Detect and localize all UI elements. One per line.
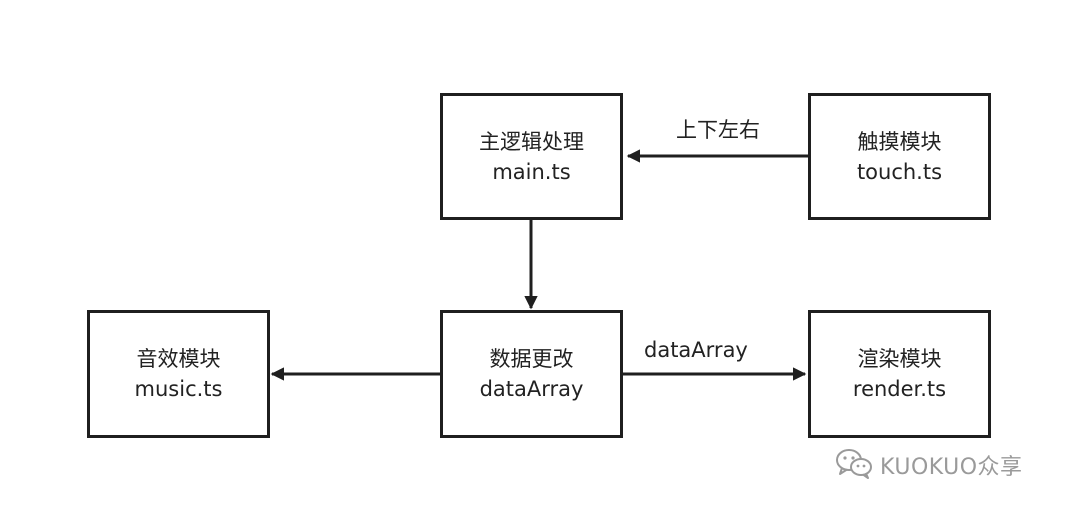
node-data-sub: dataArray — [479, 377, 584, 401]
watermark: KUOKUO众享 — [834, 447, 1023, 483]
node-music: 音效模块 music.ts — [87, 310, 270, 438]
edge-label-data-to-render: dataArray — [644, 338, 748, 362]
node-render: 渲染模块 render.ts — [808, 310, 991, 438]
node-touch-file: touch.ts — [856, 159, 943, 184]
node-data-title: 数据更改 — [489, 347, 574, 371]
node-main: 主逻辑处理 main.ts — [440, 93, 623, 220]
node-render-title: 渲染模块 — [857, 347, 942, 371]
node-main-file: main.ts — [492, 159, 571, 184]
node-render-file: render.ts — [852, 377, 947, 401]
wechat-icon — [834, 447, 874, 483]
edge-label-touch-to-main: 上下左右 — [676, 118, 760, 142]
node-touch-title: 触摸模块 — [857, 129, 942, 154]
node-music-title: 音效模块 — [136, 347, 221, 371]
node-data: 数据更改 dataArray — [440, 310, 623, 438]
node-music-file: music.ts — [134, 377, 223, 401]
node-main-title: 主逻辑处理 — [479, 129, 584, 154]
watermark-text: KUOKUO众享 — [880, 455, 1023, 480]
node-touch: 触摸模块 touch.ts — [808, 93, 991, 220]
